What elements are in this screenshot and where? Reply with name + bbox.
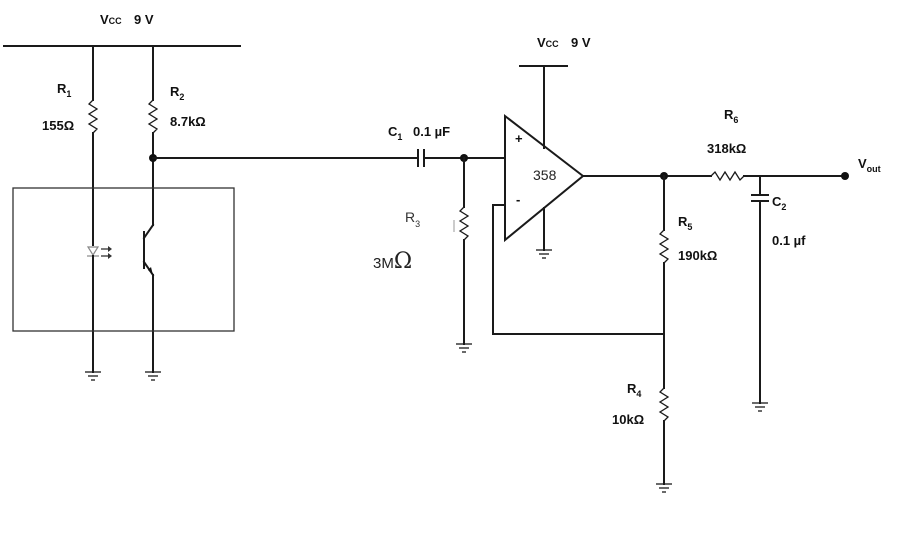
ground-icon-opamp [536, 249, 552, 259]
svg-text:3MΩ: 3MΩ [373, 249, 412, 274]
sensor-module-box [12, 187, 235, 332]
c1-capacitor [417, 149, 425, 167]
c1-label: C1 0.1 µF [388, 124, 450, 142]
svg-text:VCC: VCC [537, 35, 559, 50]
svg-text:190kΩ: 190kΩ [678, 248, 717, 263]
r4-label: R4 10kΩ [612, 381, 644, 427]
svg-text:VCC: VCC [100, 12, 122, 27]
phototransistor-icon [142, 223, 155, 277]
svg-text:9 V: 9 V [134, 12, 154, 27]
svg-text:358: 358 [533, 167, 557, 183]
svg-text:10kΩ: 10kΩ [612, 412, 644, 427]
vcc-right-label: VCC 9 V [537, 35, 591, 50]
svg-text:155Ω: 155Ω [42, 118, 74, 133]
svg-text:+: + [515, 131, 523, 146]
vout-label: Vout [858, 156, 881, 174]
svg-text:8.7kΩ: 8.7kΩ [170, 114, 206, 129]
ground-icon-r3 [456, 343, 472, 353]
r1-label: R1 155Ω [42, 81, 74, 133]
r3-label: R3 3MΩ [373, 209, 420, 274]
svg-text:-: - [516, 192, 520, 207]
r1-resistor [87, 99, 99, 134]
r6-label: R6 318kΩ [707, 107, 746, 156]
r2-resistor [147, 99, 159, 134]
ground-icon-r4 [656, 483, 672, 493]
vcc-left-label: VCC 9 V [100, 12, 154, 27]
r4-resistor [658, 387, 670, 422]
svg-text:R1: R1 [57, 81, 71, 99]
vout-terminal [841, 172, 849, 180]
svg-text:9 V: 9 V [571, 35, 591, 50]
r5-label: R5 190kΩ [678, 214, 717, 263]
svg-text:0.1 µf: 0.1 µf [772, 233, 806, 248]
opamp-labels: + - 358 [515, 131, 557, 207]
svg-text:0.1 µF: 0.1 µF [413, 124, 450, 139]
svg-text:R3: R3 [405, 209, 420, 229]
svg-text:Vout: Vout [858, 156, 881, 174]
ground-icon-led [85, 371, 101, 381]
svg-text:C2: C2 [772, 194, 786, 212]
c2-capacitor [751, 194, 769, 202]
svg-text:R4: R4 [627, 381, 641, 399]
svg-text:C1: C1 [388, 124, 402, 142]
svg-text:R5: R5 [678, 214, 692, 232]
c2-label: C2 0.1 µf [772, 194, 806, 248]
r5-resistor [658, 229, 670, 264]
r6-resistor [710, 170, 745, 182]
svg-text:318kΩ: 318kΩ [707, 141, 746, 156]
r2-label: R2 8.7kΩ [170, 84, 206, 129]
svg-text:R6: R6 [724, 107, 738, 125]
ir-led-icon [86, 246, 112, 259]
ground-icon-transistor [145, 371, 161, 381]
svg-text:R2: R2 [170, 84, 184, 102]
r3-resistor [458, 206, 470, 241]
ground-icon-c2 [752, 402, 768, 412]
